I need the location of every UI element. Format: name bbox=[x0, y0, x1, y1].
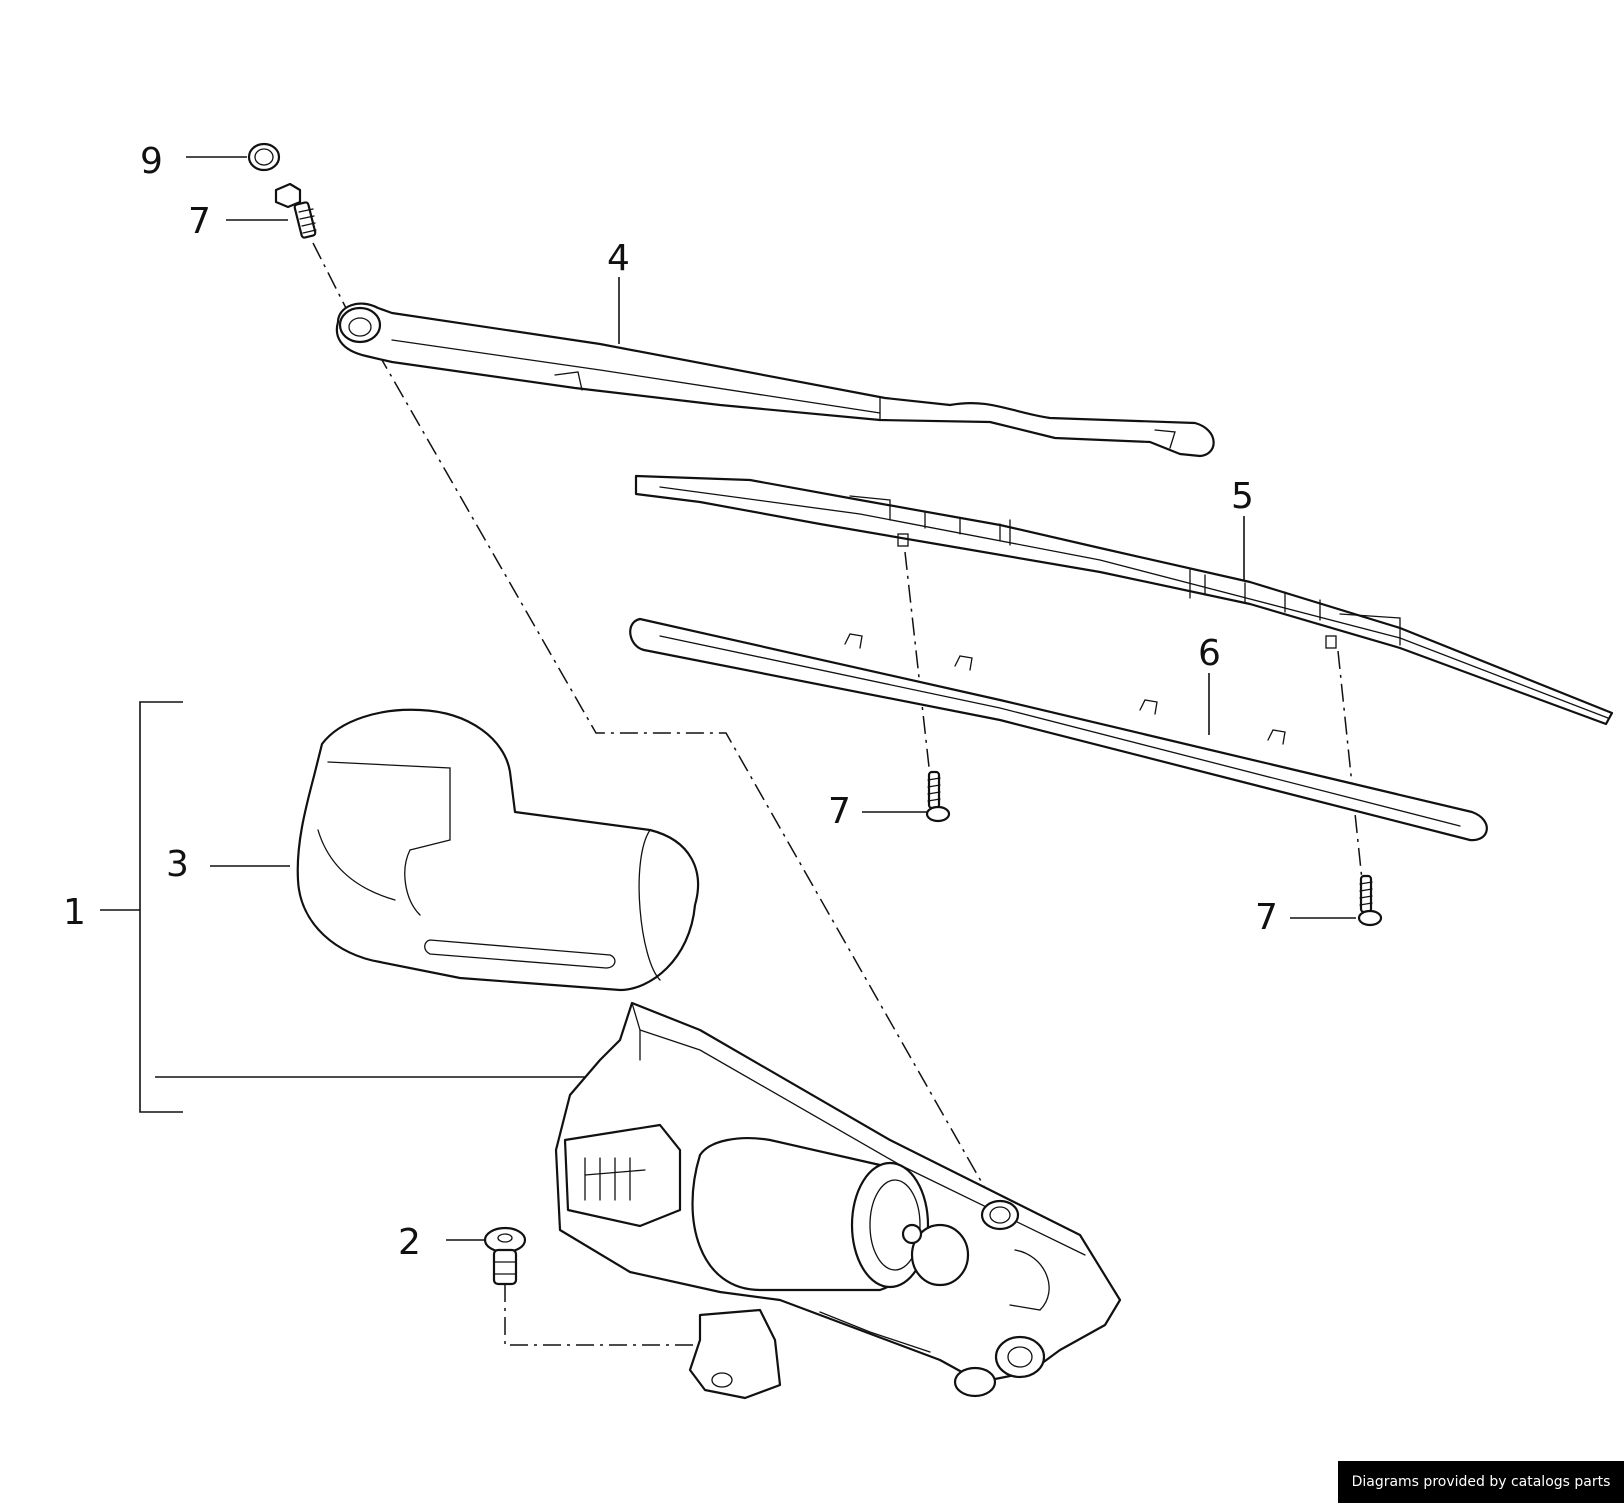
deflector-spoiler bbox=[629, 617, 1488, 842]
screw-top bbox=[274, 182, 317, 239]
leader-lines bbox=[100, 156, 1356, 1241]
callout-7-right: 7 bbox=[1255, 897, 1278, 938]
callout-9: 9 bbox=[140, 141, 163, 182]
callout-5: 5 bbox=[1231, 476, 1254, 517]
motor-cover bbox=[296, 708, 700, 992]
callout-2: 2 bbox=[398, 1222, 421, 1263]
callout-3: 3 bbox=[166, 844, 189, 885]
footer-credit: Diagrams provided by catalogs parts bbox=[1338, 1461, 1624, 1503]
motor-assembly bbox=[554, 1001, 1122, 1400]
callout-4: 4 bbox=[607, 238, 630, 279]
washer-cap bbox=[247, 142, 281, 172]
callout-7-top: 7 bbox=[188, 201, 211, 242]
callout-7-mid: 7 bbox=[828, 791, 851, 832]
mounting-bolt bbox=[483, 1226, 527, 1286]
screw-mid bbox=[925, 770, 951, 823]
screw-right bbox=[1357, 874, 1383, 927]
wiper-arm bbox=[335, 302, 1215, 458]
callout-1: 1 bbox=[63, 892, 86, 933]
wiper-blade bbox=[634, 474, 1614, 726]
callout-6: 6 bbox=[1198, 633, 1221, 674]
